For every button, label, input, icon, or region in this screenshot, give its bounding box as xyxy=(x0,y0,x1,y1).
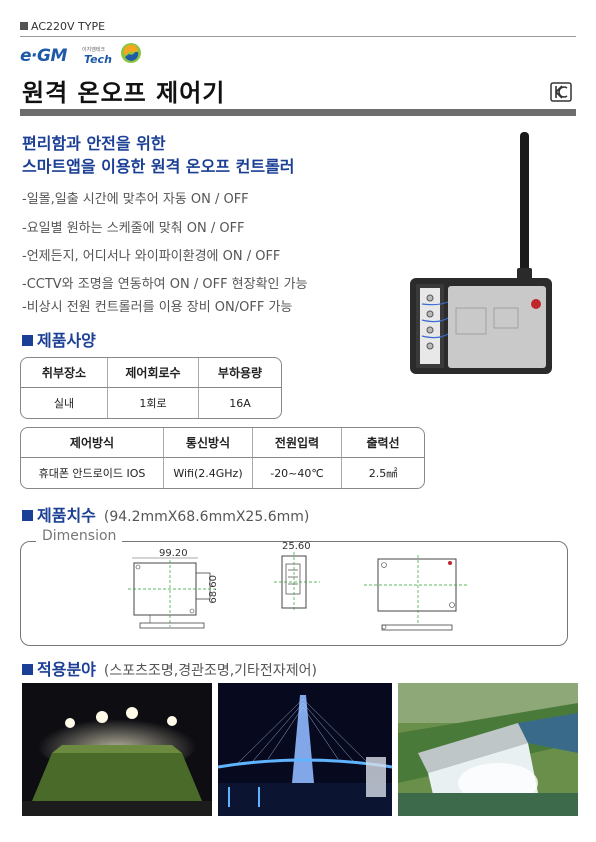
spec-table-2: 제어방식 통신방식 전원입력 출력선 휴대폰 안드로이드 IOS Wifi(2.… xyxy=(20,427,425,489)
dimensions-note: (94.2mmX68.6mmX25.6mm) xyxy=(103,509,310,525)
feature-item: -언제든지, 어디서나 와이파이환경에 ON / OFF xyxy=(22,249,281,264)
application-note: (스포츠조명,경관조명,기타전자제어) xyxy=(103,663,317,679)
feature-item: -CCTV와 조명을 연동하여 ON / OFF 현장확인 가능 xyxy=(22,277,308,292)
side-view-drawing xyxy=(274,552,320,612)
table-header-cell: 취부장소 xyxy=(21,358,108,388)
table-header-cell: 제어회로수 xyxy=(108,358,199,388)
square-bullet-icon xyxy=(22,335,33,346)
feature-item: -요일별 원하는 스케줄에 맞춰 ON / OFF xyxy=(22,221,245,236)
page-title: 원격 온오프 제어기 xyxy=(22,79,226,107)
kc-certification-icon xyxy=(550,82,572,102)
product-device-image xyxy=(410,132,552,374)
application-heading: 적용분야(스포츠조명,경관조명,기타전자제어) xyxy=(22,656,317,680)
table-cell: Wifi(2.4GHz) xyxy=(164,458,253,488)
table-header-cell: 출력선 xyxy=(342,428,424,458)
subtitle-line-1: 편리함과 안전을 위한 xyxy=(22,134,166,153)
spec-table-1: 취부장소 제어회로수 부하용량 실내 1회로 16A xyxy=(20,357,282,419)
type-tag: AC220V TYPE xyxy=(20,20,105,33)
square-bullet-icon xyxy=(22,510,33,521)
logo-korean-name: 이지엠테크 xyxy=(82,47,106,53)
width-dimension-label: 99.20 xyxy=(159,548,188,559)
front-view-drawing xyxy=(128,557,215,629)
table-header-cell: 제어방식 xyxy=(21,428,164,458)
sports-lighting-photo xyxy=(22,683,212,816)
logo-wordmark: e·GM xyxy=(20,46,67,66)
square-bullet-icon xyxy=(20,22,28,30)
logo-tech-text: Tech xyxy=(84,53,112,66)
table-header-cell: 통신방식 xyxy=(164,428,253,458)
table-cell: 휴대폰 안드로이드 IOS xyxy=(21,458,164,488)
table-cell: -20~40℃ xyxy=(253,458,342,488)
feature-item: -일몰,일출 시간에 맞추어 자동 ON / OFF xyxy=(22,192,249,207)
table-header-row: 취부장소 제어회로수 부하용량 xyxy=(21,358,281,388)
table-header-cell: 전원입력 xyxy=(253,428,342,458)
subtitle-line-2: 스마트앱을 이용한 원격 온오프 컨트롤러 xyxy=(22,157,295,176)
table-cell: 1회로 xyxy=(108,388,199,418)
feature-item: -비상시 전원 컨트롤러를 이용 장비 ON/OFF 가능 xyxy=(22,300,293,315)
dam-lighting-photo xyxy=(398,683,578,816)
table-cell: 실내 xyxy=(21,388,108,418)
title-underline-bar xyxy=(20,109,576,116)
table-header-cell: 부하용량 xyxy=(199,358,281,388)
table-cell: 2.5㎟ xyxy=(368,467,398,480)
dimensions-heading: 제품치수(94.2mmX68.6mmX25.6mm) xyxy=(22,502,309,526)
rear-view-drawing xyxy=(364,555,468,631)
company-logo: e·GM 이지엠테크 Tech xyxy=(20,42,150,68)
dimension-label: Dimension xyxy=(36,528,123,544)
table-cell: 16A xyxy=(229,396,251,410)
specs-heading: 제품사양 xyxy=(22,327,96,351)
square-bullet-icon xyxy=(22,664,33,675)
table-row: 실내 1회로 16A xyxy=(21,388,281,418)
logo-swirl-icon xyxy=(121,43,141,63)
depth-dimension-label: 25.60 xyxy=(282,541,311,552)
table-header-row: 제어방식 통신방식 전원입력 출력선 xyxy=(21,428,424,458)
top-divider xyxy=(20,36,576,37)
bridge-lighting-photo xyxy=(218,683,392,816)
dimension-panel xyxy=(20,541,568,646)
table-row: 휴대폰 안드로이드 IOS Wifi(2.4GHz) -20~40℃ 2.5㎟ xyxy=(21,458,424,488)
